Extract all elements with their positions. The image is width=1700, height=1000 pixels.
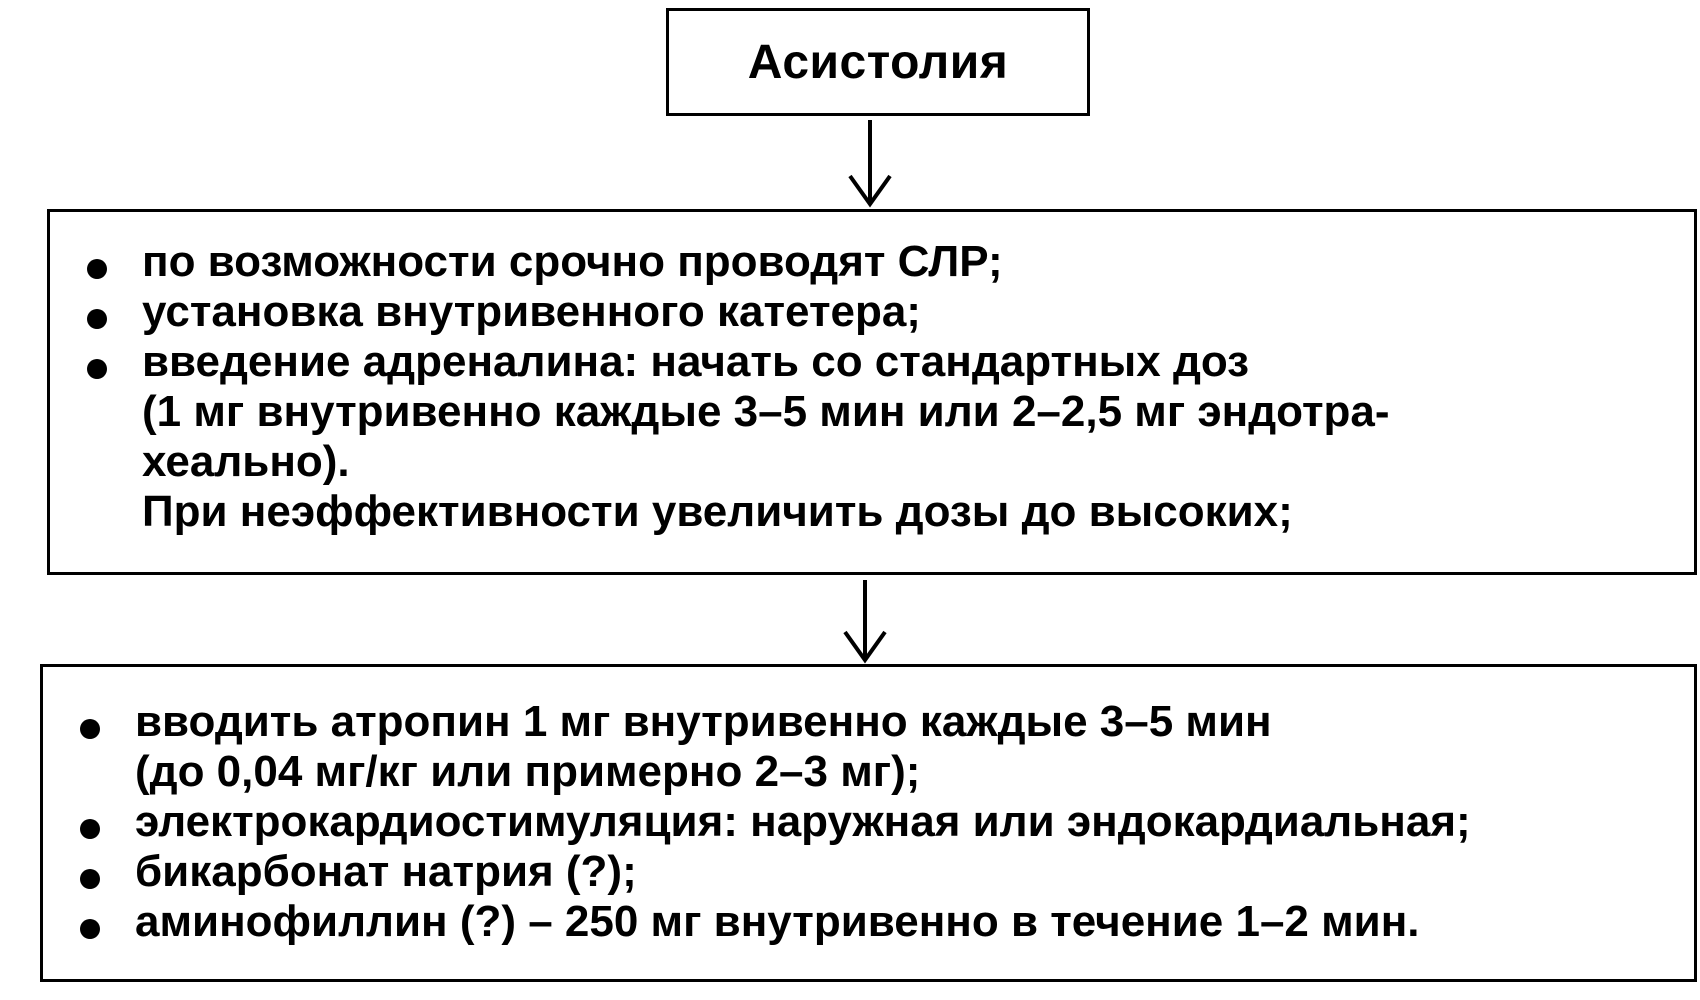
- actions-list-2: вводить атропин 1 мг внутривенно каждые …: [43, 667, 1694, 947]
- item-line: При неэффективности увеличить дозы до вы…: [142, 487, 1293, 536]
- item-line: вводить атропин 1 мг внутривенно каждые …: [135, 697, 1272, 746]
- item-line: хеально).: [142, 437, 350, 486]
- item-line: установка внутривенного катетера;: [142, 287, 921, 336]
- bullet-icon: [80, 719, 100, 739]
- arrow-down-icon: [848, 120, 892, 208]
- bullet-icon: [87, 359, 107, 379]
- list-item: по возможности срочно проводят СЛР;: [87, 237, 1674, 287]
- item-line: (до 0,04 мг/кг или примерно 2–3 мг);: [135, 747, 921, 796]
- list-item: установка внутривенного катетера;: [87, 287, 1674, 337]
- actions-box-2: вводить атропин 1 мг внутривенно каждые …: [40, 664, 1697, 982]
- item-line: введение адреналина: начать со стандартн…: [142, 337, 1250, 386]
- arrow-down-icon: [843, 580, 887, 664]
- list-item: бикарбонат натрия (?);: [80, 847, 1674, 897]
- actions-list-1: по возможности срочно проводят СЛР;устан…: [50, 212, 1694, 537]
- title-text: Асистолия: [747, 35, 1009, 89]
- item-line: по возможности срочно проводят СЛР;: [142, 237, 1003, 286]
- title-box: Асистолия: [666, 8, 1090, 116]
- item-line: бикарбонат натрия (?);: [135, 847, 637, 896]
- item-line: аминофиллин (?) – 250 мг внутривенно в т…: [135, 897, 1420, 946]
- list-item: электрокардиостимуляция: наружная или эн…: [80, 797, 1674, 847]
- bullet-icon: [87, 309, 107, 329]
- list-item: введение адреналина: начать со стандартн…: [87, 337, 1674, 537]
- list-item: аминофиллин (?) – 250 мг внутривенно в т…: [80, 897, 1674, 947]
- bullet-icon: [80, 819, 100, 839]
- bullet-icon: [80, 919, 100, 939]
- list-item: вводить атропин 1 мг внутривенно каждые …: [80, 697, 1674, 797]
- item-line: (1 мг внутривенно каждые 3–5 мин или 2–2…: [142, 387, 1390, 436]
- item-line: электрокардиостимуляция: наружная или эн…: [135, 797, 1471, 846]
- bullet-icon: [80, 869, 100, 889]
- actions-box-1: по возможности срочно проводят СЛР;устан…: [47, 209, 1697, 575]
- bullet-icon: [87, 259, 107, 279]
